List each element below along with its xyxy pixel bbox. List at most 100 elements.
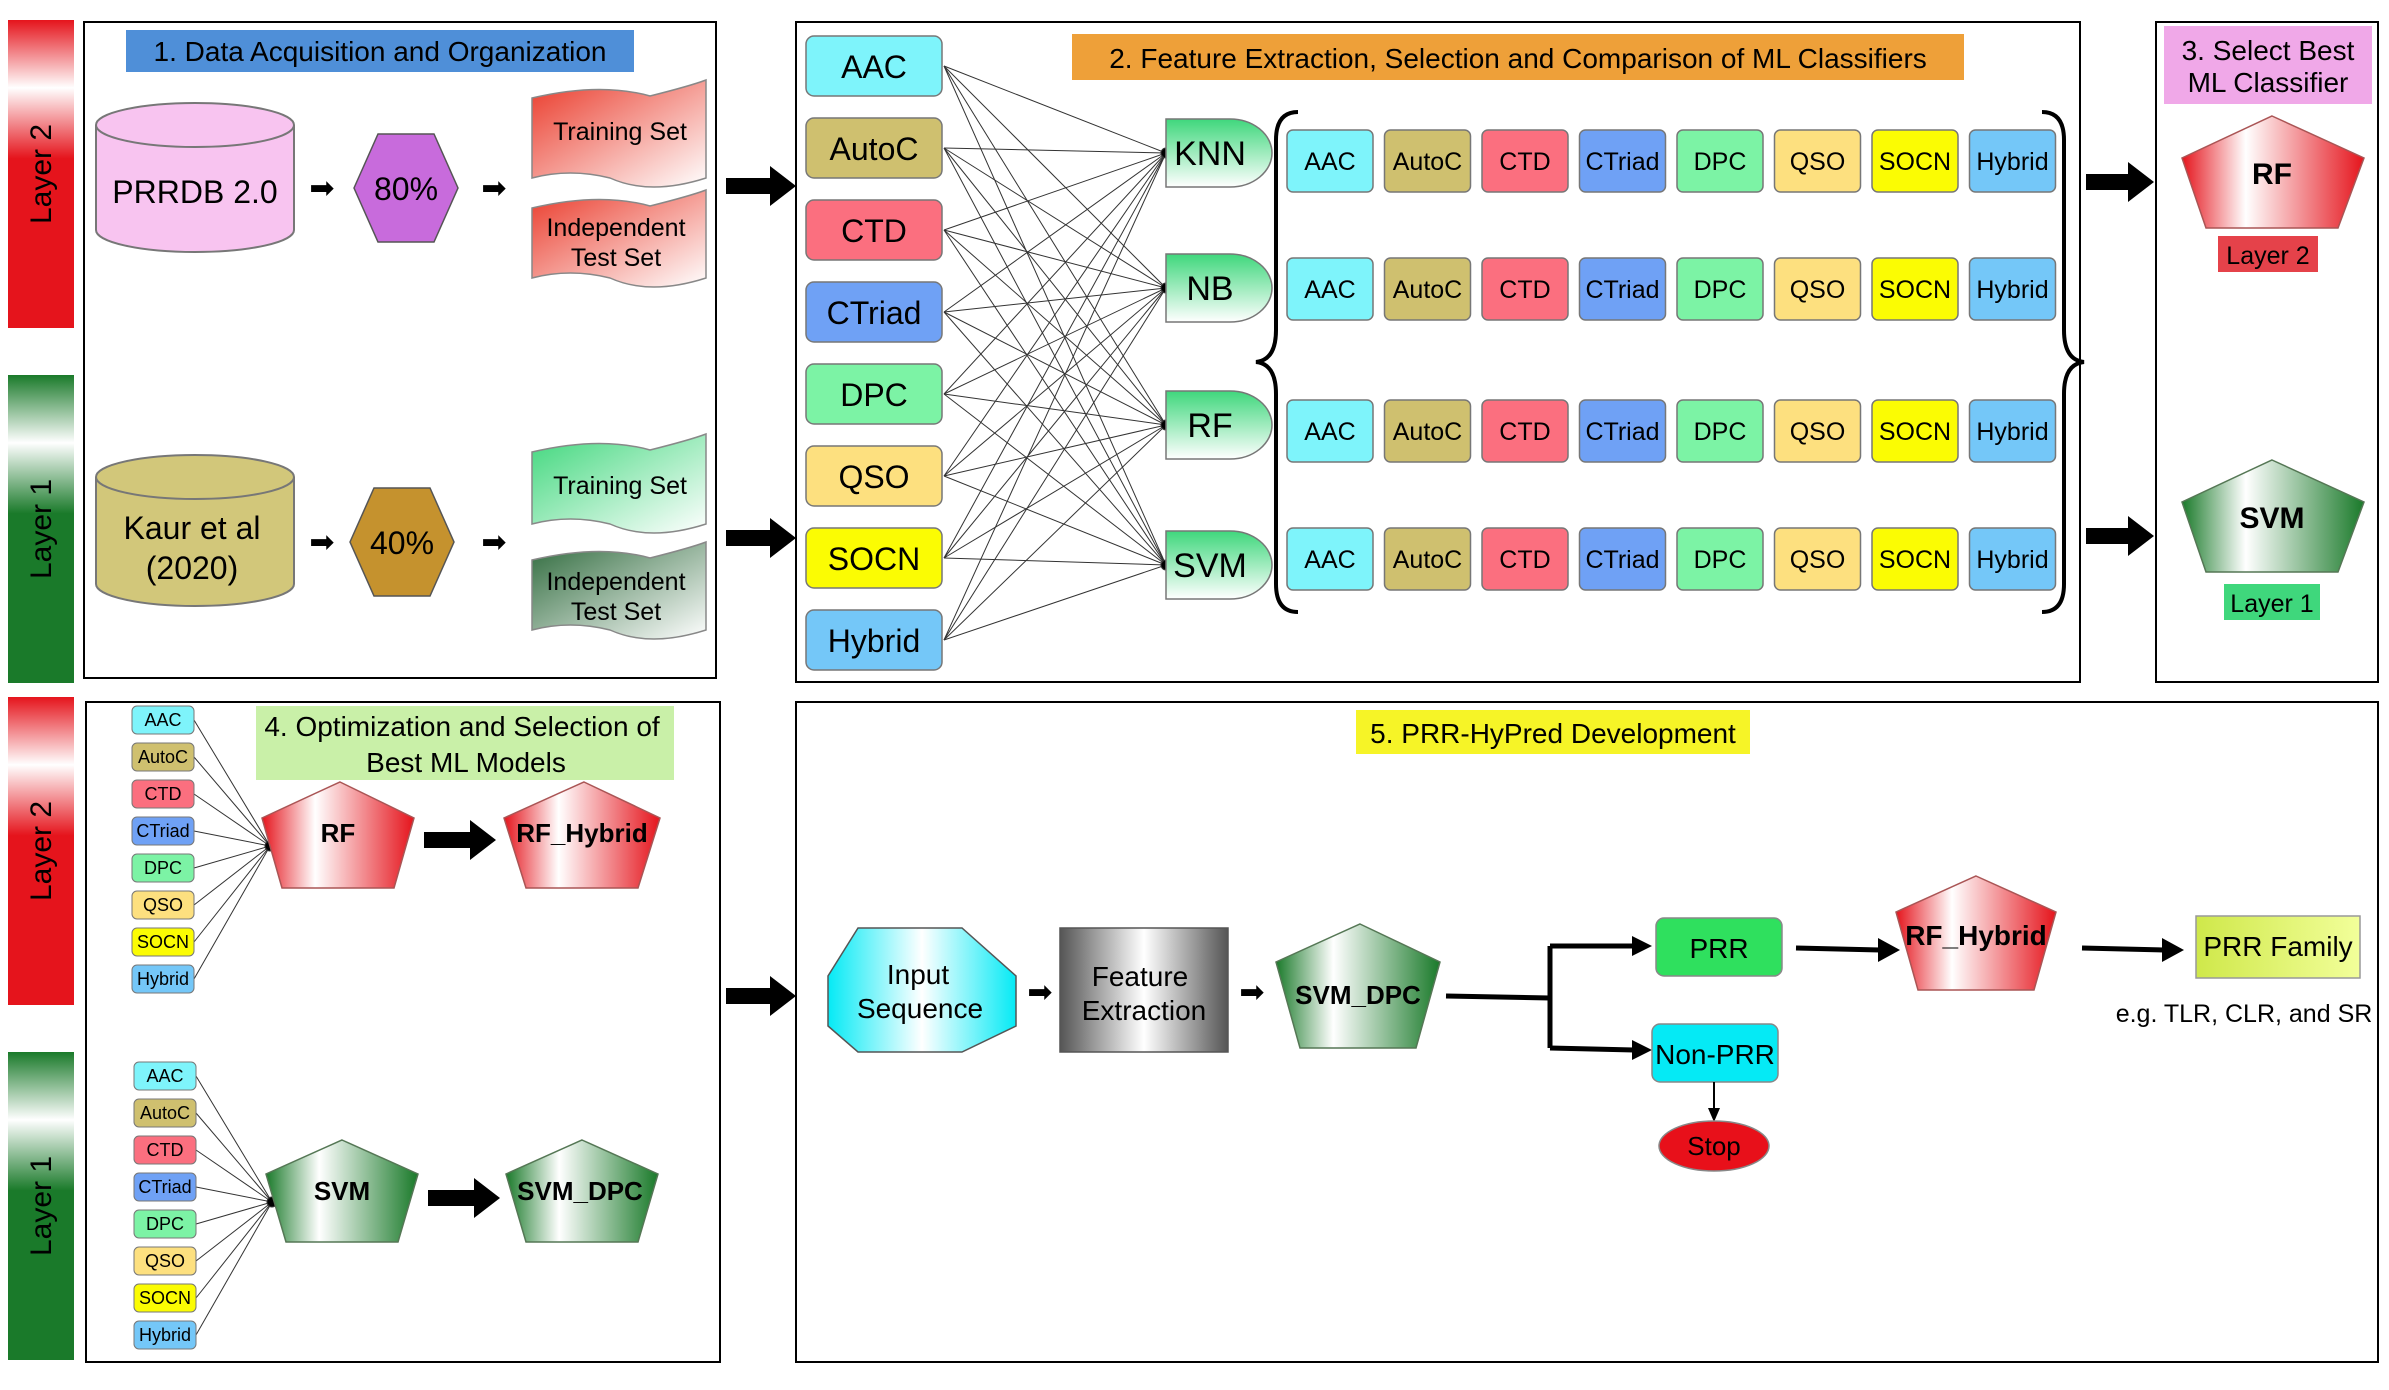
panel2-title: 2. Feature Extraction, Selection and Com…: [1109, 43, 1927, 74]
feature-label-aac: AAC: [841, 49, 907, 85]
layer2-bar-bottom: [8, 697, 74, 1005]
feature-label-socn: SOCN: [828, 541, 920, 577]
grid-cell-knn-autoc: [1383, 129, 1472, 193]
prrdb-database: [95, 102, 295, 253]
connection-line: [943, 393, 1167, 426]
pct-80-label: 80%: [374, 171, 438, 207]
grid-label-ctriad: CTriad: [1585, 418, 1659, 446]
small-feature-box-dpc: [133, 1209, 197, 1239]
small-feature-box-ctriad: [133, 1172, 197, 1202]
grid-cell-nb-ctd: [1481, 257, 1569, 321]
grid-cell-knn-dpc: [1676, 129, 1764, 193]
rf-layer-tag: Layer 2: [2226, 242, 2309, 270]
small-feature-label-dpc: DPC: [146, 1214, 184, 1234]
prr-label: PRR: [1689, 933, 1748, 964]
panel4-title-bg: [256, 706, 674, 780]
grid-label-ctd: CTD: [1499, 546, 1550, 574]
grid-label-ctd: CTD: [1499, 148, 1550, 176]
stop-label: Stop: [1687, 1131, 1741, 1161]
input-sequence-octagon: [827, 927, 1017, 1053]
layer1-label-bottom: Layer 1: [25, 1156, 58, 1256]
small-feature-box-socn: [133, 1283, 197, 1313]
hexagon-80: [353, 133, 459, 243]
svm-best-label: SVM: [2239, 502, 2304, 535]
fan-line: [193, 793, 271, 847]
grid-label-autoc: AutoC: [1393, 148, 1462, 176]
grid-cell-nb-qso: [1773, 257, 1862, 321]
big-arrow-icon: [428, 1178, 500, 1218]
feature-box-aac: [805, 35, 943, 97]
connection-line: [943, 147, 1167, 154]
feature-box-socn: [805, 527, 943, 589]
connection-line: [943, 152, 1167, 559]
connection-line: [943, 229, 1167, 289]
connection-line: [943, 287, 1167, 559]
grid-label-qso: QSO: [1790, 148, 1846, 176]
grid-cell-svm-ctd: [1481, 527, 1569, 591]
big-arrow-icon: [726, 976, 796, 1016]
classifier-label-rf: RF: [1187, 407, 1232, 445]
grid-cell-nb-hybrid: [1968, 257, 2057, 321]
grid-cell-nb-aac: [1286, 257, 1374, 321]
connection-line: [943, 287, 1167, 477]
big-arrow-icon: [2086, 516, 2154, 556]
grid-label-qso: QSO: [1790, 546, 1846, 574]
rf-hybrid-pentagon: [503, 781, 661, 889]
connection-line: [943, 424, 1167, 641]
kaur-label-1: Kaur et al: [124, 510, 261, 546]
feature-extraction-label-2: Extraction: [1082, 995, 1207, 1026]
svm-dpc-opt-label: SVM_DPC: [517, 1176, 643, 1206]
arrow-icon: ➡: [309, 172, 334, 205]
prr-family-box: [2195, 915, 2361, 979]
grid-cell-knn-hybrid: [1968, 129, 2057, 193]
input-label-1: Input: [887, 959, 949, 990]
layer1-bar-bottom: [8, 1052, 74, 1360]
fan-line: [193, 845, 271, 943]
rf-hybrid-final-pentagon: [1895, 875, 2057, 991]
layer2-label-bottom: Layer 2: [25, 801, 58, 901]
grid-cell-rf-aac: [1286, 399, 1374, 463]
grid-cell-svm-qso: [1773, 527, 1862, 591]
rf-hybrid-final-label: RF_Hybrid: [1905, 920, 2047, 951]
grid-cell-knn-ctriad: [1578, 129, 1667, 193]
hexagon-40: [349, 487, 455, 597]
kaur-label-2: (2020): [146, 550, 239, 586]
test-set-label-dark-2: Test Set: [571, 598, 661, 626]
fan-line: [193, 830, 271, 847]
feature-label-dpc: DPC: [840, 377, 908, 413]
grid-label-hybrid: Hybrid: [1976, 546, 2048, 574]
small-feature-box-autoc: [131, 742, 195, 772]
grid-cell-rf-ctd: [1481, 399, 1569, 463]
small-feature-box-hybrid: [131, 964, 195, 994]
small-feature-box-socn: [131, 927, 195, 957]
grid-cell-svm-socn: [1871, 527, 1959, 591]
test-set-red: [531, 188, 707, 288]
panel3-title-1: 3. Select Best: [2182, 35, 2355, 66]
small-feature-box-aac: [131, 705, 195, 735]
feature-box-ctd: [805, 199, 943, 261]
classifier-shape-svm: [1165, 530, 1273, 600]
connection-line: [943, 65, 1167, 154]
grid-label-autoc: AutoC: [1393, 276, 1462, 304]
small-feature-label-socn: SOCN: [137, 932, 189, 952]
rf-pentagon-opt: [261, 781, 415, 889]
grid-cell-rf-ctriad: [1578, 399, 1667, 463]
grid-cell-nb-autoc: [1383, 257, 1472, 321]
feature-label-qso: QSO: [838, 459, 909, 495]
svm-pentagon-opt: [265, 1139, 419, 1243]
kaur-database: [95, 454, 295, 607]
grid-cell-knn-socn: [1871, 129, 1959, 193]
svm-layer-tag-bg: [2224, 584, 2320, 620]
grid-cell-svm-dpc: [1676, 527, 1764, 591]
small-feature-box-ctd: [131, 779, 195, 809]
prr-to-rf-line: [1795, 945, 1881, 953]
fork-line: [1445, 993, 1551, 1001]
panel3-title-bg: [2164, 26, 2372, 104]
layer2-label-top: Layer 2: [25, 124, 58, 224]
arrowhead-icon: [1708, 1108, 1720, 1122]
small-feature-label-aac: AAC: [144, 710, 181, 730]
panel2-title-bg: [1072, 34, 1964, 80]
